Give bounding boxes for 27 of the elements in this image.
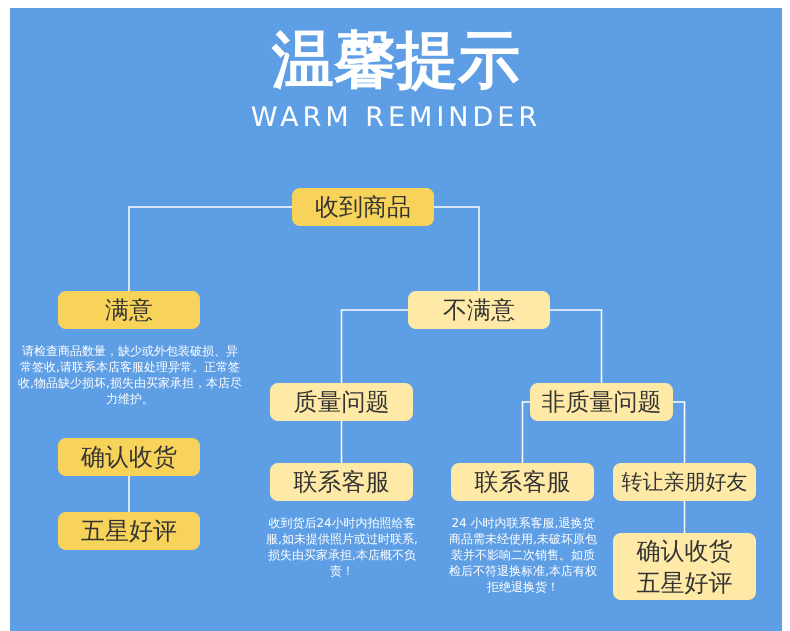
step-text: 五星好评 <box>636 568 732 598</box>
connector-line <box>340 309 408 383</box>
note-text: 24 小时内联系客服,退换货商品需未经使用,未破坏原包装并不影响二次销售。如质检后不符退换标准,本店有权拒绝退换货！ <box>448 515 598 595</box>
step-box: 非质量问题 <box>530 383 673 421</box>
subtitle: WARM REMINDER <box>250 102 542 133</box>
step-box: 五星好评 <box>58 512 200 550</box>
connector-line <box>340 421 342 463</box>
connector-line <box>128 476 130 512</box>
connector-line <box>550 309 602 383</box>
step-box: 联系客服 <box>270 463 413 501</box>
connector-line <box>684 501 686 533</box>
connector-line <box>522 401 530 463</box>
step-box: 确认收货 <box>58 438 200 476</box>
step-box: 收到商品 <box>292 188 434 226</box>
connector-line <box>673 401 686 463</box>
step-box: 质量问题 <box>270 383 413 421</box>
connector-line <box>128 206 292 291</box>
title: 温馨提示 <box>270 22 521 98</box>
step-box: 联系客服 <box>451 463 594 501</box>
step-box: 不满意 <box>408 291 550 329</box>
step-box: 满意 <box>58 291 200 329</box>
step-box <box>613 533 756 600</box>
connector-line <box>434 206 480 291</box>
note-text: 请检查商品数量，缺少或外包装破损、异常签收,请联系本店客服处理异常。正常签收,物品缺少损坏,损失由买家承担，本店尽力维护。 <box>18 343 242 407</box>
note-text: 收到货后24小时内拍照给客服,如未提供照片或过时联系,损失由买家承担,本店概不负责！ <box>266 515 418 579</box>
step-text: 确认收货 <box>636 536 732 566</box>
step-box: 转让亲朋好友 <box>613 463 756 501</box>
